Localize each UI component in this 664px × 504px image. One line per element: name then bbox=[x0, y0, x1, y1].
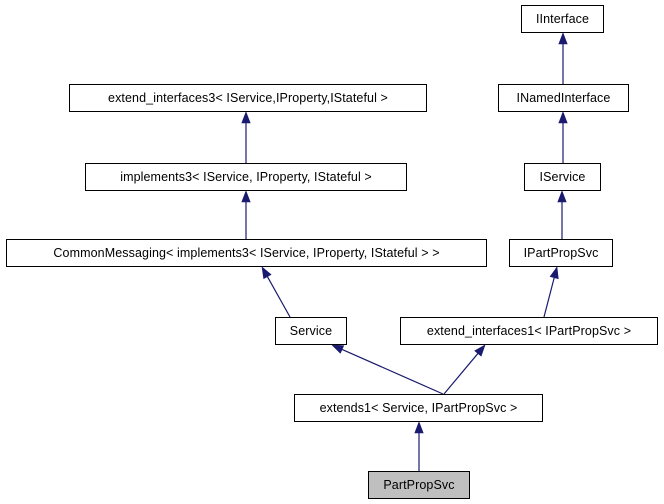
arrowhead-triangle bbox=[241, 190, 251, 203]
arrowhead-triangle bbox=[558, 32, 568, 45]
inheritance-arrow bbox=[557, 190, 567, 239]
arrowhead-triangle bbox=[261, 266, 272, 280]
arrowhead-triangle bbox=[558, 111, 568, 124]
inheritance-arrow bbox=[331, 344, 444, 395]
class-node-label: IPartPropSvc bbox=[523, 245, 599, 260]
inheritance-arrow bbox=[414, 421, 424, 471]
class-node-label: INamedInterface bbox=[516, 90, 611, 105]
inheritance-arrow bbox=[261, 266, 291, 318]
class-node-iinterface[interactable]: IInterface bbox=[521, 5, 604, 33]
class-node-label: IInterface bbox=[535, 11, 590, 26]
class-node-label: extend_interfaces1< IPartPropSvc > bbox=[426, 323, 632, 338]
class-node-label: extend_interfaces3< IService,IProperty,I… bbox=[108, 90, 388, 105]
arrowhead-triangle bbox=[414, 421, 424, 434]
arrowhead-triangle bbox=[557, 190, 567, 203]
class-node-service[interactable]: Service bbox=[275, 317, 347, 345]
class-node-label: IService bbox=[539, 169, 586, 184]
inheritance-arrow bbox=[241, 111, 251, 163]
class-node-label: implements3< IService, IProperty, IState… bbox=[120, 169, 372, 184]
class-node-extend_interfaces3[interactable]: extend_interfaces3< IService,IProperty,I… bbox=[69, 84, 427, 112]
arrow-shaft bbox=[266, 276, 291, 318]
class-node-partpropsvc[interactable]: PartPropSvc bbox=[368, 471, 470, 499]
class-node-iservice[interactable]: IService bbox=[524, 163, 601, 191]
inheritance-arrow bbox=[558, 111, 568, 163]
class-node-extend_interfaces1[interactable]: extend_interfaces1< IPartPropSvc > bbox=[400, 317, 658, 345]
class-node-extends1[interactable]: extends1< Service, IPartPropSvc > bbox=[294, 394, 543, 422]
class-node-label: Service bbox=[289, 323, 333, 338]
class-node-commonmessaging[interactable]: CommonMessaging< implements3< IService, … bbox=[6, 239, 487, 267]
class-node-inamedinterface[interactable]: INamedInterface bbox=[498, 84, 629, 112]
inheritance-arrow bbox=[543, 266, 559, 318]
class-node-label: CommonMessaging< implements3< IService, … bbox=[53, 245, 440, 260]
arrowhead-triangle bbox=[474, 344, 486, 357]
arrow-shaft bbox=[443, 353, 479, 395]
class-node-label: PartPropSvc bbox=[383, 477, 455, 492]
arrowhead-triangle bbox=[549, 266, 559, 280]
class-node-label: extends1< Service, IPartPropSvc > bbox=[319, 400, 518, 415]
class-node-ipartpropsvc[interactable]: IPartPropSvc bbox=[509, 239, 613, 267]
inheritance-arrow bbox=[558, 32, 568, 84]
inheritance-arrow bbox=[443, 344, 486, 395]
arrow-shaft bbox=[341, 348, 444, 395]
arrow-shaft bbox=[543, 277, 555, 318]
class-node-implements3[interactable]: implements3< IService, IProperty, IState… bbox=[85, 163, 407, 191]
inheritance-arrow bbox=[241, 190, 251, 239]
arrowhead-triangle bbox=[331, 344, 345, 354]
arrowhead-triangle bbox=[241, 111, 251, 124]
